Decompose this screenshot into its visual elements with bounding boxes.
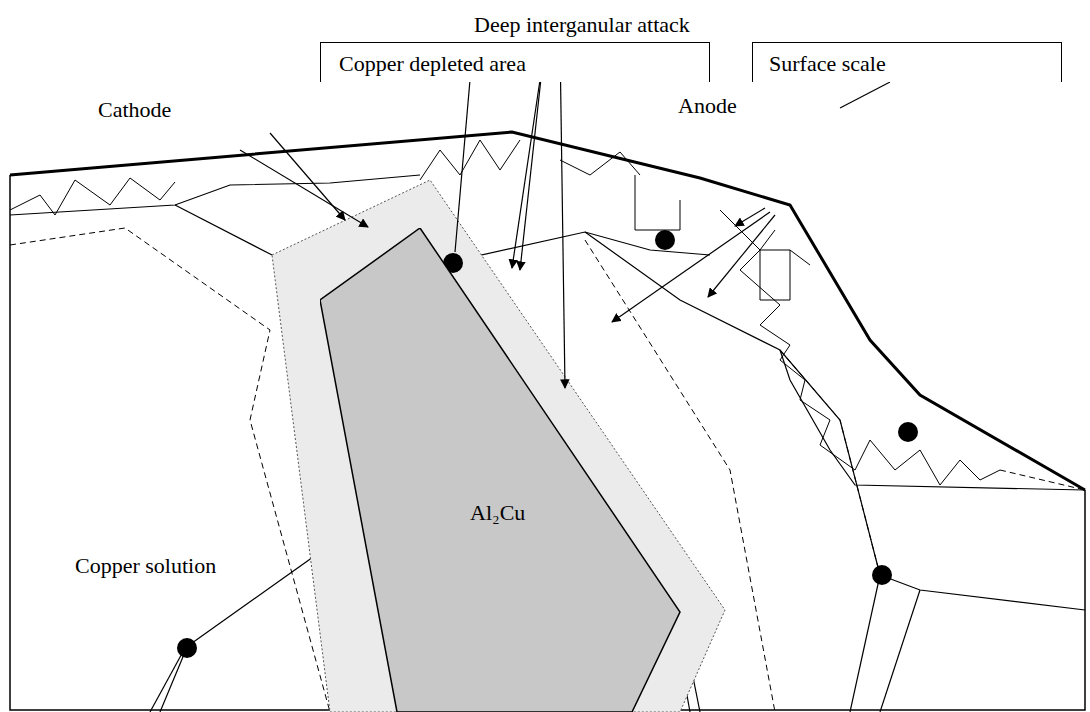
callout-box: Cathode	[75, 88, 410, 132]
callout-box: Surface scale	[752, 42, 1062, 82]
callout-text: Surface scale	[769, 51, 886, 76]
callout-box: Copper depleted area	[320, 42, 710, 82]
callout-text: Cathode	[98, 97, 171, 122]
al2cu-particle: Al₂Cu	[320, 228, 682, 712]
solution-boundary	[10, 228, 1085, 712]
phase-label: Al₂Cu	[470, 500, 525, 525]
callout-box: Anode	[655, 86, 785, 122]
annotation-label: Deep interganular attack	[472, 12, 692, 37]
region-label: Copper solution	[73, 553, 218, 578]
callout-text: Anode	[678, 93, 737, 118]
copper-depleted-band	[272, 180, 725, 712]
callout-text: Copper depleted area	[339, 51, 526, 76]
particle-outline	[320, 228, 682, 712]
grain-boundary	[10, 175, 1085, 712]
